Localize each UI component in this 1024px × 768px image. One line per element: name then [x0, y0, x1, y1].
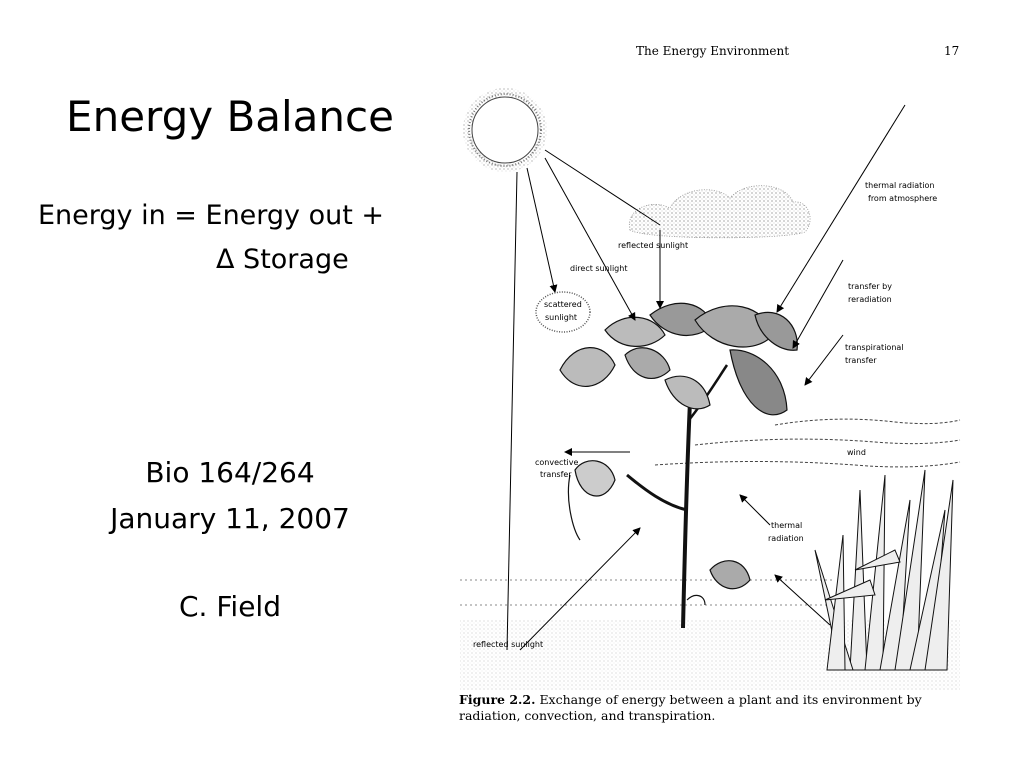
label-wind: wind [847, 448, 866, 457]
label-thermal-radiation-2: radiation [768, 534, 804, 543]
course-code: Bio 164/264 [145, 456, 315, 489]
figure-page-number: 17 [944, 44, 960, 58]
label-thermal-atmosphere-1: thermal radiation [865, 181, 934, 190]
label-scattered-2: sunlight [545, 313, 577, 322]
label-reflected-ground: reflected sunlight [473, 640, 543, 649]
label-transpiration-2: transfer [845, 356, 877, 365]
sun-icon [463, 88, 547, 172]
caption-label: Figure 2.2. [459, 692, 536, 707]
label-scattered-1: scattered [544, 300, 582, 309]
plant-illustration [559, 302, 798, 629]
label-reflected-cloud: reflected sunlight [618, 241, 688, 250]
energy-exchange-figure: thermal radiation from atmosphere reflec… [460, 88, 961, 690]
label-convective-1: convective [535, 458, 579, 467]
equation-line-2: Δ Storage [216, 244, 349, 275]
label-transpiration-1: transpirational [845, 343, 904, 352]
cloud-icon [628, 185, 811, 239]
grass-illustration [814, 469, 954, 671]
wind-lines [654, 418, 961, 468]
label-direct-sunlight: direct sunlight [570, 264, 627, 273]
energy-flow-arrows [506, 104, 906, 651]
caption-text: Exchange of energy between a plant and i… [459, 692, 922, 723]
figure-caption: Figure 2.2. Exchange of energy between a… [459, 692, 979, 724]
label-thermal-radiation-1: thermal [771, 521, 802, 530]
slide-title: Energy Balance [66, 92, 394, 141]
figure-header-title: The Energy Environment [636, 44, 790, 58]
label-thermal-atmosphere-2: from atmosphere [868, 194, 937, 203]
author-name: C. Field [179, 590, 281, 623]
label-convective-2: transfer [540, 470, 572, 479]
scattered-sunlight-blob [535, 291, 591, 333]
label-reradiation-2: reradiation [848, 295, 892, 304]
label-reradiation-1: transfer by [848, 282, 892, 291]
lecture-date: January 11, 2007 [110, 502, 350, 535]
equation-line-1: Energy in = Energy out + [38, 200, 385, 231]
